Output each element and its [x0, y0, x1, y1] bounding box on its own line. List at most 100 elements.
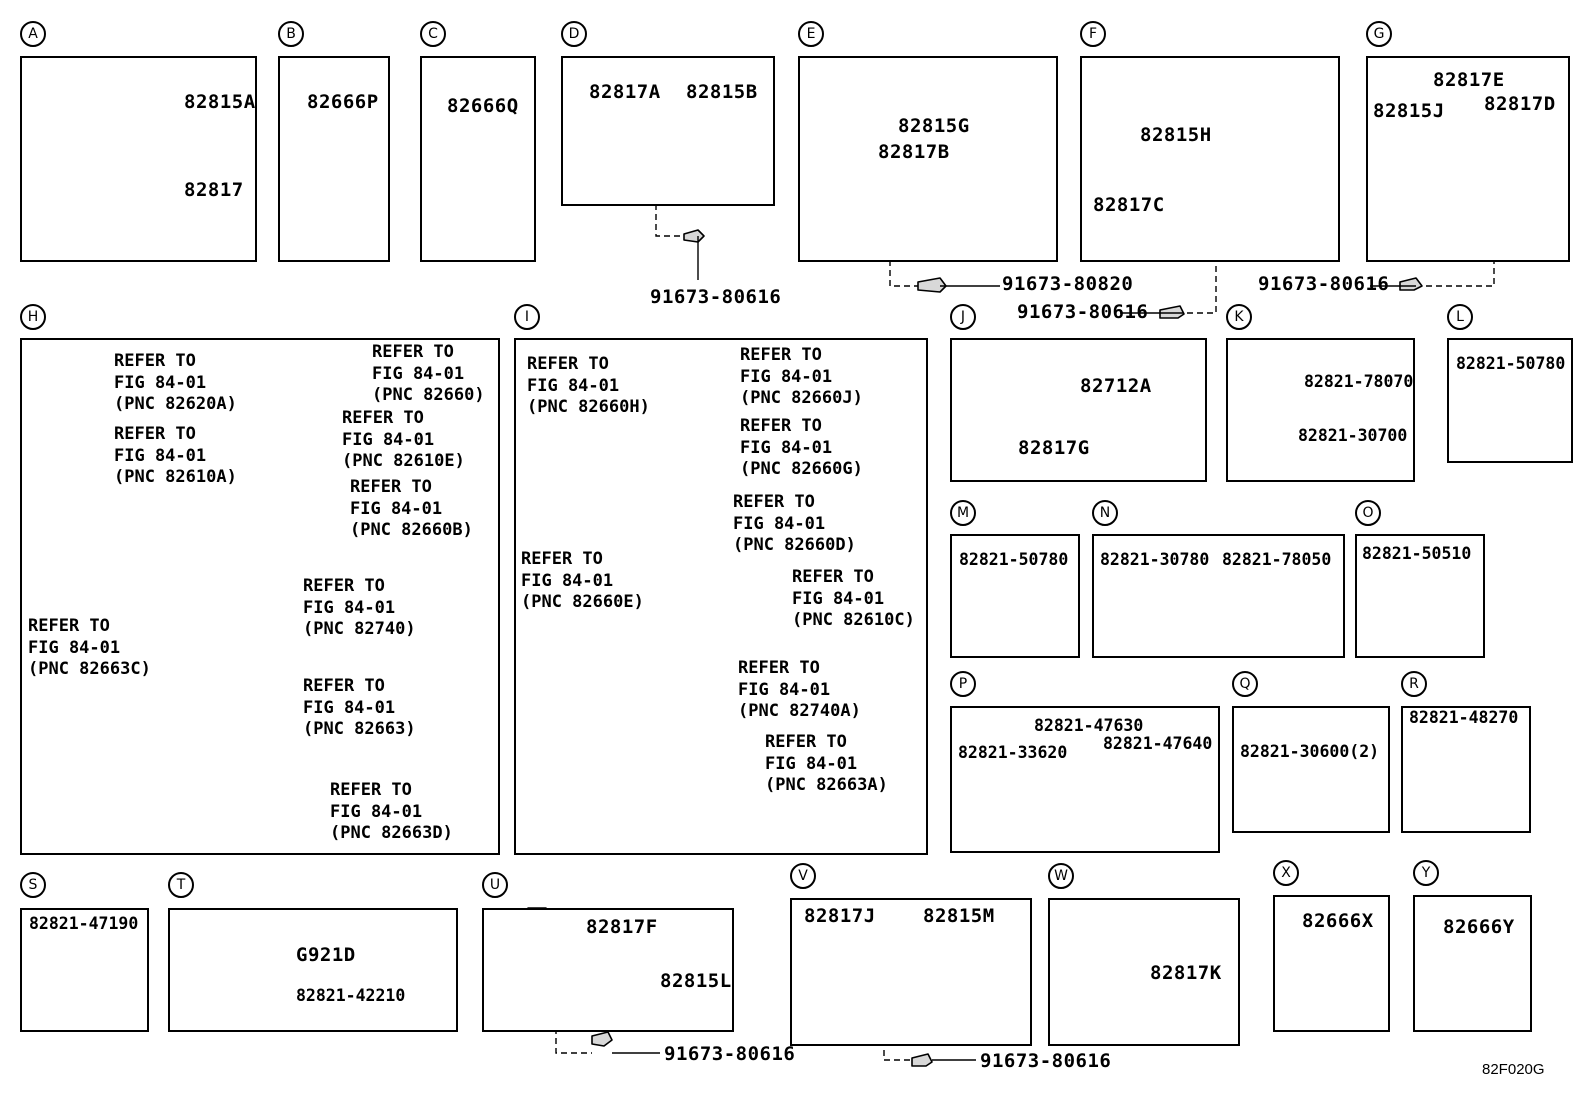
bolt-label: 91673-80616: [664, 1043, 796, 1065]
reference-note: REFER TO FIG 84-01 (PNC 82610A): [114, 424, 237, 487]
part-label: 82817F: [586, 916, 658, 938]
section-letter-p: P: [950, 671, 976, 697]
section-letter-b: B: [278, 21, 304, 47]
bolt-label: 91673-80616: [980, 1050, 1112, 1072]
bolt-label: 91673-80616: [1258, 273, 1390, 295]
panel-e: [798, 56, 1058, 262]
part-label: 82821-50780: [959, 550, 1069, 569]
part-label: 82712A: [1080, 375, 1152, 397]
part-label: 82821-33620: [958, 743, 1068, 762]
panel-o: [1355, 534, 1485, 658]
section-letter-s: S: [20, 872, 46, 898]
part-label: 82817: [184, 179, 244, 201]
part-label: 82821-42210: [296, 986, 406, 1005]
panel-h: [20, 338, 500, 855]
section-letter-h: H: [20, 304, 46, 330]
part-label: 82821-50510: [1362, 544, 1472, 563]
section-letter-f: F: [1080, 21, 1106, 47]
section-letter-m: M: [950, 500, 976, 526]
section-letter-k: K: [1226, 304, 1252, 330]
panel-b: [278, 56, 390, 262]
section-letter-o: O: [1355, 500, 1381, 526]
panel-m: [950, 534, 1080, 658]
panel-p: [950, 706, 1220, 853]
section-letter-l: L: [1447, 304, 1473, 330]
section-letter-c: C: [420, 21, 446, 47]
part-label: 82817D: [1484, 93, 1556, 115]
part-label: 82666Q: [447, 95, 519, 117]
reference-note: REFER TO FIG 84-01 (PNC 82740): [303, 576, 416, 639]
reference-note: REFER TO FIG 84-01 (PNC 82610E): [342, 408, 465, 471]
panel-a: [20, 56, 257, 262]
reference-note: REFER TO FIG 84-01 (PNC 82660H): [527, 354, 650, 417]
panel-y: [1413, 895, 1532, 1032]
part-label: 82817A: [589, 81, 661, 103]
panel-i: [514, 338, 928, 855]
panel-u: [482, 908, 734, 1032]
part-label: 82815H: [1140, 124, 1212, 146]
part-label: 82815M: [923, 905, 995, 927]
part-label: 82817G: [1018, 437, 1090, 459]
section-letter-t: T: [168, 872, 194, 898]
panel-w: [1048, 898, 1240, 1046]
section-letter-r: R: [1401, 671, 1427, 697]
section-letter-n: N: [1092, 500, 1118, 526]
bolt-label: 91673-80616: [1017, 301, 1149, 323]
reference-note: REFER TO FIG 84-01 (PNC 82660B): [350, 477, 473, 540]
panel-n: [1092, 534, 1345, 658]
part-label: 82666P: [307, 91, 379, 113]
panel-c: [420, 56, 536, 262]
part-label: 82821-30700: [1298, 426, 1408, 445]
reference-note: REFER TO FIG 84-01 (PNC 82663D): [330, 780, 453, 843]
section-letter-e: E: [798, 21, 824, 47]
part-label: 82821-47190: [29, 914, 139, 933]
section-letter-g: G: [1366, 21, 1392, 47]
section-letter-j: J: [950, 304, 976, 330]
reference-note: REFER TO FIG 84-01 (PNC 82663A): [765, 732, 888, 795]
part-label: 82821-78050: [1222, 550, 1332, 569]
panel-x: [1273, 895, 1390, 1032]
section-letter-x: X: [1273, 860, 1299, 886]
panel-l: [1447, 338, 1573, 463]
panel-j: [950, 338, 1207, 482]
bolt-label: 91673-80616: [650, 286, 782, 308]
reference-note: REFER TO FIG 84-01 (PNC 82660G): [740, 416, 863, 479]
part-label: 82817C: [1093, 194, 1165, 216]
reference-note: REFER TO FIG 84-01 (PNC 82663C): [28, 616, 151, 679]
part-label: 82817J: [804, 905, 876, 927]
reference-note: REFER TO FIG 84-01 (PNC 82740A): [738, 658, 861, 721]
reference-note: REFER TO FIG 84-01 (PNC 82620A): [114, 351, 237, 414]
reference-note: REFER TO FIG 84-01 (PNC 82660J): [740, 345, 863, 408]
part-label: 82821-30780: [1100, 550, 1210, 569]
part-label: 82815A: [184, 91, 256, 113]
panel-d: [561, 56, 775, 206]
reference-note: REFER TO FIG 84-01 (PNC 82660D): [733, 492, 856, 555]
part-label: 82815L: [660, 970, 732, 992]
section-letter-q: Q: [1232, 671, 1258, 697]
part-label: 82666X: [1302, 910, 1374, 932]
section-letter-i: I: [514, 304, 540, 330]
part-label: 82666Y: [1443, 916, 1515, 938]
part-label: 82817K: [1150, 962, 1222, 984]
reference-note: REFER TO FIG 84-01 (PNC 82663): [303, 676, 416, 739]
reference-note: REFER TO FIG 84-01 (PNC 82660): [372, 342, 485, 405]
part-label: 82817E: [1433, 69, 1505, 91]
section-letter-v: V: [790, 863, 816, 889]
part-label: G921D: [296, 944, 356, 966]
section-letter-y: Y: [1413, 860, 1439, 886]
panel-v: [790, 898, 1032, 1046]
part-label: 82821-47640: [1103, 734, 1213, 753]
part-label: 82817B: [878, 141, 950, 163]
reference-note: REFER TO FIG 84-01 (PNC 82660E): [521, 549, 644, 612]
part-label: 82815J: [1373, 100, 1445, 122]
panel-f: [1080, 56, 1340, 262]
panel-r: [1401, 706, 1531, 833]
panel-s: [20, 908, 149, 1032]
reference-note: REFER TO FIG 84-01 (PNC 82610C): [792, 567, 915, 630]
bolt-label: 91673-80820: [1002, 273, 1134, 295]
section-letter-u: U: [482, 872, 508, 898]
section-letter-a: A: [20, 21, 46, 47]
panel-t: [168, 908, 458, 1032]
section-letter-w: W: [1048, 863, 1074, 889]
part-label: 82821-47630: [1034, 716, 1144, 735]
